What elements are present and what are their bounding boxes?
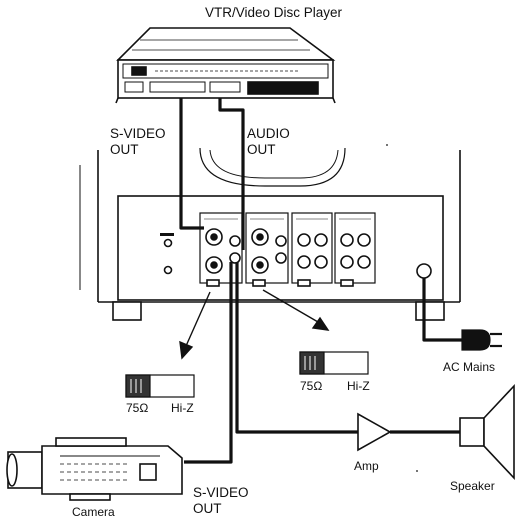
- amplifier-icon: [357, 412, 460, 452]
- switch-left-75-label: 75Ω: [126, 401, 148, 415]
- dot-mark: [386, 144, 388, 146]
- svideo-out-top-label-1: S-VIDEO: [110, 126, 166, 141]
- amp-label: Amp: [354, 459, 379, 473]
- vtr-player-icon: [115, 27, 336, 104]
- cables: [179, 98, 462, 464]
- switch-right-75-label: 75Ω: [300, 379, 322, 393]
- dot-mark: [416, 470, 418, 472]
- camera-label: Camera: [72, 505, 115, 519]
- monitor-rear-icon: [79, 147, 461, 321]
- vtr-audio-cable: [218, 98, 245, 250]
- power-plug-icon: [461, 329, 502, 351]
- switch-arrows: [179, 289, 330, 360]
- svideo-out-bottom-label-1: S-VIDEO: [193, 485, 249, 500]
- slide-switch-icon: [299, 351, 369, 375]
- switch-left-hiz-label: Hi-Z: [171, 401, 194, 415]
- camera-icon: [6, 437, 183, 501]
- vtr-label: VTR/Video Disc Player: [205, 5, 343, 20]
- ac-mains-label: AC Mains: [443, 360, 495, 374]
- svideo-out-top-label-2: OUT: [110, 142, 139, 157]
- vtr-svideo-cable: [179, 98, 204, 230]
- switch-right-hiz-label: Hi-Z: [347, 379, 370, 393]
- audio-out-label-1: AUDIO: [247, 126, 290, 141]
- svideo-out-bottom-label-2: OUT: [193, 501, 222, 516]
- speaker-label: Speaker: [450, 479, 495, 493]
- ac-cable: [422, 278, 462, 342]
- amp-cable: [235, 262, 358, 434]
- audio-out-label-2: OUT: [247, 142, 276, 157]
- slide-switch-icon: [125, 374, 195, 398]
- speaker-icon: [459, 383, 515, 481]
- camera-svideo-cable: [184, 262, 233, 464]
